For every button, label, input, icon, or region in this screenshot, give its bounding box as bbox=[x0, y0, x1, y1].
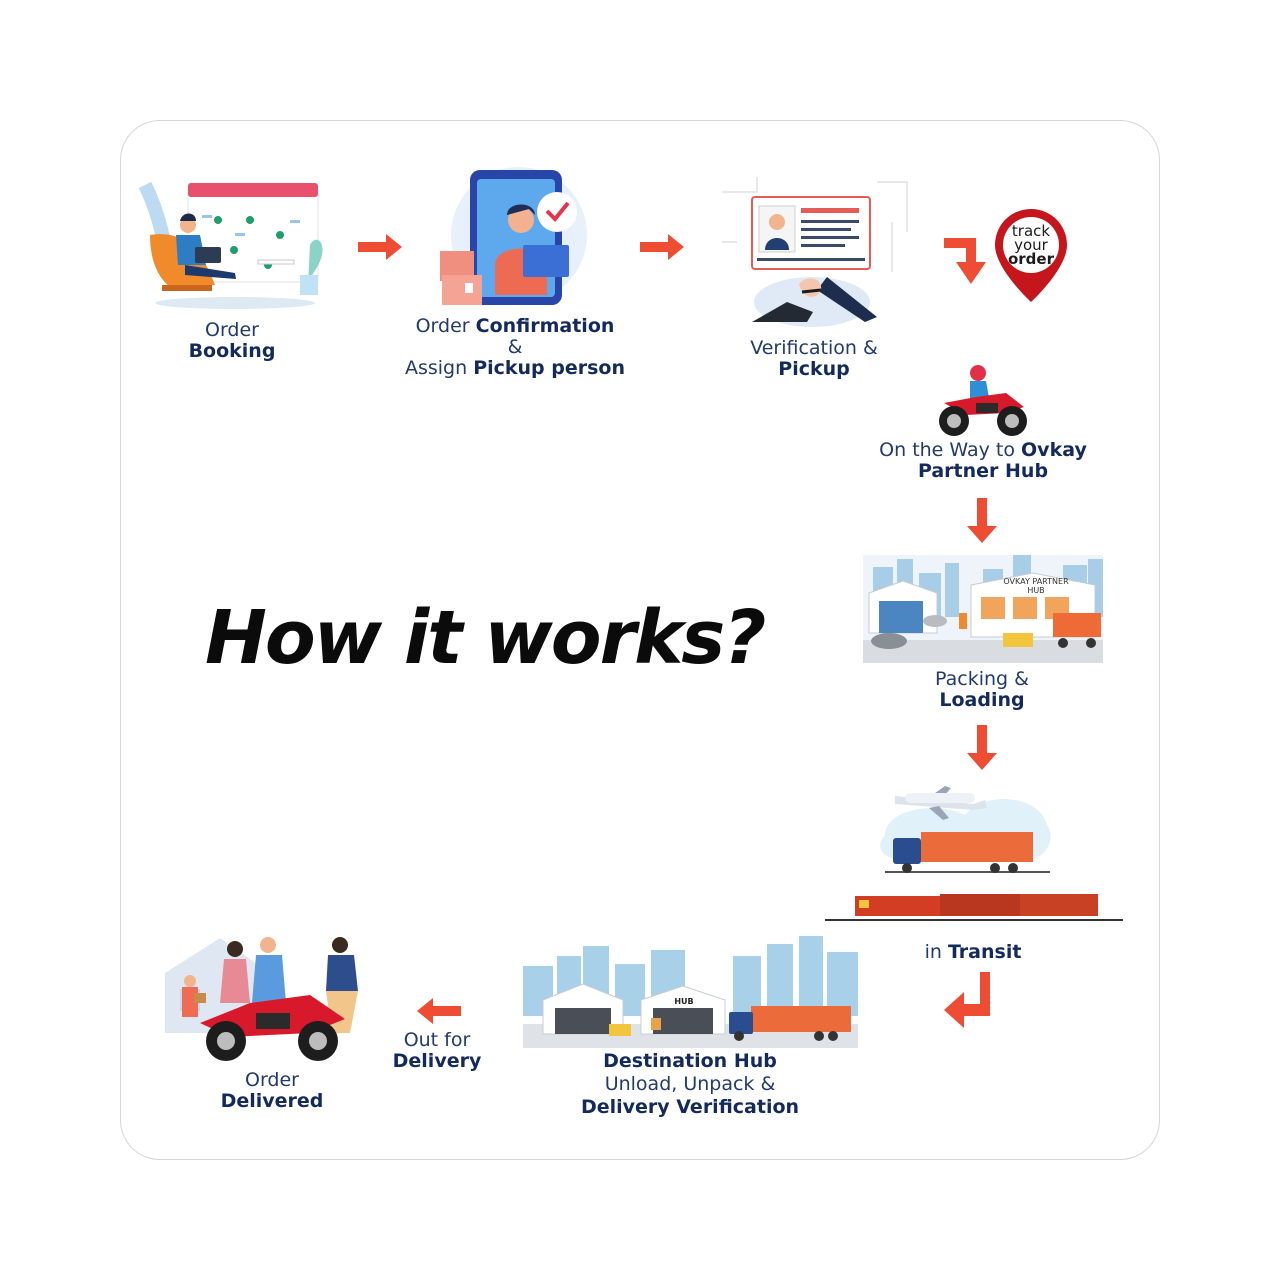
on-the-way-a: On the Way to bbox=[879, 439, 1022, 461]
packing-loading-label: Packing & Loading bbox=[902, 669, 1062, 711]
order-booking-illustration bbox=[138, 181, 323, 309]
right-arrow-icon bbox=[358, 234, 402, 260]
order-booking-line1: Order bbox=[205, 319, 259, 341]
on-the-way-a-bold: Ovkay bbox=[1021, 439, 1087, 461]
partner-hub-sign: OVKAY PARTNER HUB bbox=[1003, 577, 1069, 595]
destination-hub-illustration bbox=[523, 936, 858, 1048]
order-confirmation-a-bold: Confirmation bbox=[475, 315, 615, 337]
turn-left-arrow-icon bbox=[944, 972, 990, 1028]
verification-pickup-line2: Pickup bbox=[778, 358, 850, 380]
order-confirmation-a: Order bbox=[415, 315, 476, 337]
order-delivered-line2: Delivered bbox=[220, 1090, 324, 1112]
track-line: track bbox=[1011, 222, 1051, 240]
right-arrow-icon bbox=[640, 234, 684, 260]
verification-pickup-line1: Verification & bbox=[750, 337, 878, 359]
packing-loading-line1: Packing & bbox=[935, 668, 1029, 690]
verification-pickup-illustration bbox=[722, 177, 908, 327]
left-arrow-icon bbox=[417, 998, 461, 1024]
destination-hub-line2: Unload, Unpack & bbox=[604, 1073, 776, 1095]
out-for-delivery-line1: Out for bbox=[403, 1029, 471, 1051]
hub-sign: HUB bbox=[674, 997, 694, 1006]
destination-hub-line1: Destination Hub bbox=[603, 1050, 777, 1072]
packing-loading-line2: Loading bbox=[939, 689, 1025, 711]
in-transit-label: in Transit bbox=[898, 942, 1048, 963]
your-line: your bbox=[1014, 236, 1048, 254]
on-the-way-label: On the Way to Ovkay Partner Hub bbox=[858, 440, 1108, 482]
page-title: How it works? bbox=[205, 595, 766, 681]
order-confirmation-c: Assign bbox=[404, 357, 474, 379]
verification-pickup-label: Verification & Pickup bbox=[734, 338, 894, 380]
down-arrow-icon bbox=[967, 725, 997, 770]
turn-down-arrow-icon bbox=[944, 238, 986, 284]
transit-illustration bbox=[825, 786, 1123, 921]
order-confirmation-illustration bbox=[440, 167, 587, 305]
order-line: order bbox=[1007, 250, 1054, 268]
motorbike-rider-illustration bbox=[939, 365, 1027, 436]
in-transit-a-bold: Transit bbox=[947, 941, 1022, 963]
order-confirmation-label: Order Confirmation & Assign Pickup perso… bbox=[400, 316, 630, 379]
in-transit-a: in bbox=[924, 941, 948, 963]
destination-hub-label: Destination Hub Unload, Unpack & Deliver… bbox=[570, 1050, 810, 1119]
out-for-delivery-label: Out for Delivery bbox=[372, 1030, 502, 1072]
track-order-text: track your order bbox=[1000, 222, 1062, 268]
order-delivered-label: Order Delivered bbox=[202, 1070, 342, 1112]
partner-hub-illustration bbox=[863, 555, 1103, 663]
on-the-way-line2: Partner Hub bbox=[917, 460, 1049, 482]
destination-hub-line3: Delivery Verification bbox=[580, 1096, 800, 1118]
down-arrow-icon bbox=[967, 498, 997, 543]
location-pin-icon bbox=[995, 209, 1067, 302]
order-delivered-illustration bbox=[165, 937, 358, 1061]
order-delivered-line1: Order bbox=[245, 1069, 299, 1091]
out-for-delivery-line2: Delivery bbox=[392, 1050, 482, 1072]
order-confirmation-c-bold: Pickup person bbox=[473, 357, 626, 379]
order-booking-line2: Booking bbox=[188, 340, 276, 362]
order-confirmation-b: & bbox=[507, 336, 523, 358]
order-booking-label: Order Booking bbox=[162, 320, 302, 362]
